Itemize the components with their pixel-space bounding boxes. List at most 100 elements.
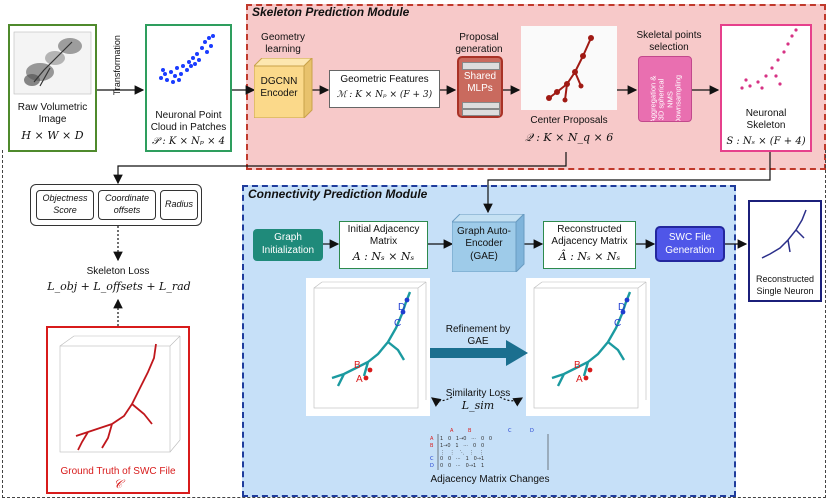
raw-image-line2: Image [38,114,67,125]
similarity-loss-symbol: L_sim [461,399,495,412]
svg-text:C: C [430,456,434,462]
raw-image-line1: Raw Volumetric [17,102,88,113]
svg-text:D: D [530,428,534,434]
refinement-line1: Refinement by [445,324,511,335]
initial-adjacency-dims: A : Nₛ × Nₛ [352,250,415,263]
neuronal-skeleton-line1: Neuronal [745,108,787,119]
graph-initialization-button[interactable]: Graph Initialization [253,229,323,261]
shared-mlps-line1: Shared [463,71,497,82]
ground-truth-symbol: 𝒞 [113,477,123,491]
raw-volume-image [13,31,92,95]
ground-truth-label: Ground Truth of SWC File [60,466,176,477]
svg-text:A: A [450,428,454,434]
refined-point-c: C [614,318,622,329]
coordinate-line1: Coordinate [104,193,150,203]
svg-text:0 0 ⋯ 1 0→1: 0 0 ⋯ 1 0→1 [440,456,484,462]
center-proposals-dims: 𝒬 : K × N_q × 6 [524,131,614,144]
gae-line3: (GAE) [470,251,498,262]
skeleton-module-title: Skeleton Prediction Module [252,5,410,19]
reconstructed-neuron-panel: Reconstructed Single Neuron [748,200,822,302]
shared-mlps-line2: MLPs [467,83,493,94]
neuronal-skeleton-image [740,28,798,90]
initial-adjacency-line2: Matrix [369,236,398,247]
initial-adjacency-line1: Initial Adjacency [347,224,420,235]
svg-text:0 0 ⋯ 0→1 1: 0 0 ⋯ 0→1 1 [440,463,484,469]
refined-neuron-view: A B C D [526,278,650,416]
skeleton-loss-label: Skeleton Loss [86,266,150,277]
dgcnn-encoder-block[interactable] [254,58,316,118]
point-cloud-line2: Cloud in Patches [150,122,227,133]
raw-volumetric-image-panel: Raw Volumetric Image H × W × D [8,24,97,152]
gae-block[interactable] [452,214,526,272]
refined-point-d: D [618,302,626,313]
point-cloud-image [159,34,215,84]
initial-point-c: C [394,318,402,329]
skeleton-loss-formula: L_obj + L_offsets + L_rad [47,280,191,293]
gae-line2: Encoder [465,238,503,249]
figure-border [2,150,826,498]
neuronal-skeleton-panel: Neuronal Skeleton S : Nₛ × (F + 4) [720,24,812,152]
svg-text:1 0 1→0 ⋯ 0 0: 1 0 1→0 ⋯ 0 0 [440,436,492,442]
svg-text:B: B [430,443,434,449]
refined-point-a: A [576,374,583,385]
svg-text:C: C [508,428,512,434]
similarity-loss-label: Similarity Loss [445,388,511,399]
svg-text:D: D [430,463,434,469]
point-cloud-line1: Neuronal Point [155,110,222,121]
center-proposals-image [521,26,617,110]
neuronal-skeleton-dims: S : Nₛ × (F + 4) [726,136,806,147]
gae-line1: Graph Auto- [457,226,511,237]
objectness-line2: Score [53,205,77,215]
geometry-learning-line1: Geometry [261,32,305,43]
initial-neuron-view: A B C D [306,278,430,416]
swc-line1: SWC File [668,232,712,243]
initial-point-a: A [356,374,363,385]
svg-text:⋮ ⋮ ⋱ ⋮ ⋮: ⋮ ⋮ ⋱ ⋮ ⋮ [440,450,484,456]
graph-init-line2: Initialization [261,245,315,256]
aggregation-nms-block[interactable]: Aggregation & 3D spherical NMS Downsampl… [638,56,692,122]
dgcnn-line2: Encoder [260,88,298,99]
aggregation-line4: Downsampling [673,74,683,122]
reconstructed-adjacency-box: Reconstructed Adjacency Matrix Â : Nₛ × … [543,221,636,269]
connectivity-module-title: Connectivity Prediction Module [248,187,428,201]
neuronal-skeleton-line2: Skeleton [746,120,786,131]
center-proposals-label: Center Proposals [530,115,608,126]
refinement-arrow [430,340,528,366]
refined-point-b: B [574,360,581,371]
reconstructed-adjacency-line1: Reconstructed [557,224,622,235]
point-cloud-dims: 𝒫 : K × Nₚ × 4 [152,136,225,147]
reconstructed-neuron-line1: Reconstructed [755,274,815,284]
reconstructed-neuron-line2: Single Neuron [756,286,814,296]
coordinate-line2: offsets [113,205,141,215]
dgcnn-line1: DGCNN [260,76,298,87]
initial-adjacency-box: Initial Adjacency Matrix A : Nₛ × Nₛ [339,221,428,269]
refinement-line2: GAE [467,336,489,347]
objectness-line1: Objectness [42,193,88,203]
ground-truth-panel: Ground Truth of SWC File 𝒞 [46,326,190,494]
svg-text:B: B [468,428,472,434]
skeletal-selection-line1: Skeletal points [636,30,702,41]
adjacency-changes-label: Adjacency Matrix Changes [430,474,550,485]
reconstructed-adjacency-line2: Adjacency Matrix [551,236,628,247]
swc-line2: Generation [665,245,715,256]
skeletal-selection-line2: selection [649,42,689,53]
proposal-generation-line1: Proposal [459,32,499,43]
geometric-features-box: Geometric Features ℳ : K × Nₚ × (F + 3) [329,70,440,108]
shared-mlps-block[interactable] [457,56,503,118]
initial-point-d: D [398,302,406,313]
geometric-features-label: Geometric Features [340,74,429,85]
swc-file-generation-button[interactable]: SWC File Generation [655,226,725,262]
proposal-generation-line2: generation [455,44,503,55]
geometric-features-dims: ℳ : K × Nₚ × (F + 3) [336,90,433,100]
objectness-score-box: Objectness Score [36,190,94,220]
svg-text:1→0 1 ⋯ 0 0: 1→0 1 ⋯ 0 0 [440,443,484,449]
svg-text:A: A [430,436,434,442]
transformation-label: Transformation [111,35,122,96]
reconstructed-neuron-image [761,209,807,259]
reconstructed-adjacency-dims: Â : Nₛ × Nₛ [558,250,621,263]
initial-point-b: B [354,360,361,371]
ground-truth-image [59,335,181,453]
radius-label: Radius [164,199,193,209]
